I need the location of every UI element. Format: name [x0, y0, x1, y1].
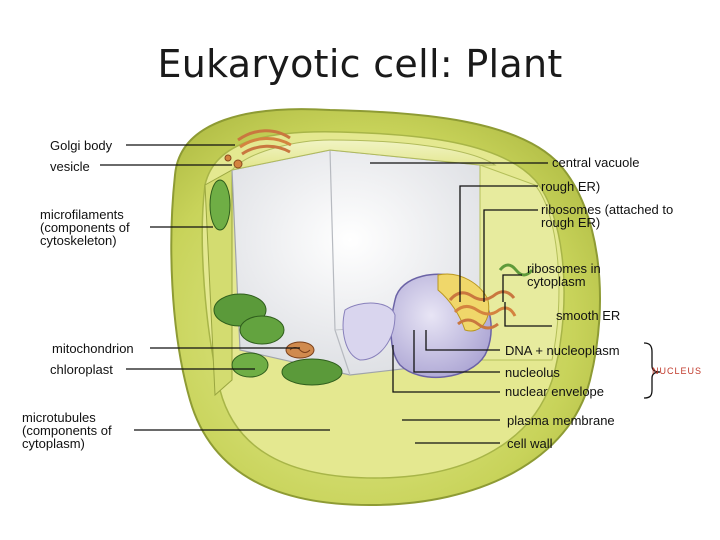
label-rough-er: rough ER) [541, 180, 600, 193]
label-ribosomes-attached: ribosomes (attached to rough ER) [541, 203, 706, 229]
label-microfilaments: microfilaments (components of cytoskelet… [40, 208, 155, 247]
label-central-vacuole: central vacuole [552, 156, 639, 169]
mitochondrion-shape [286, 342, 314, 358]
label-nuclear-envelope: nuclear envelope [505, 385, 604, 398]
label-mitochondrion: mitochondrion [52, 342, 134, 355]
label-nucleolus: nucleolus [505, 366, 560, 379]
label-golgi-body: Golgi body [50, 139, 112, 152]
label-chloroplast: chloroplast [50, 363, 113, 376]
label-smooth-er: smooth ER [556, 309, 620, 322]
label-dna-nucleoplasm: DNA + nucleoplasm [505, 344, 620, 357]
vesicle-shape [234, 160, 242, 168]
label-nucleus-group: NUCLEUS [652, 366, 702, 376]
label-vesicle: vesicle [50, 160, 90, 173]
label-cell-wall: cell wall [507, 437, 553, 450]
label-microtubules: microtubules (components of cytoplasm) [22, 411, 137, 450]
label-ribosomes-cytoplasm: ribosomes in cytoplasm [527, 262, 637, 288]
label-plasma-membrane: plasma membrane [507, 414, 615, 427]
